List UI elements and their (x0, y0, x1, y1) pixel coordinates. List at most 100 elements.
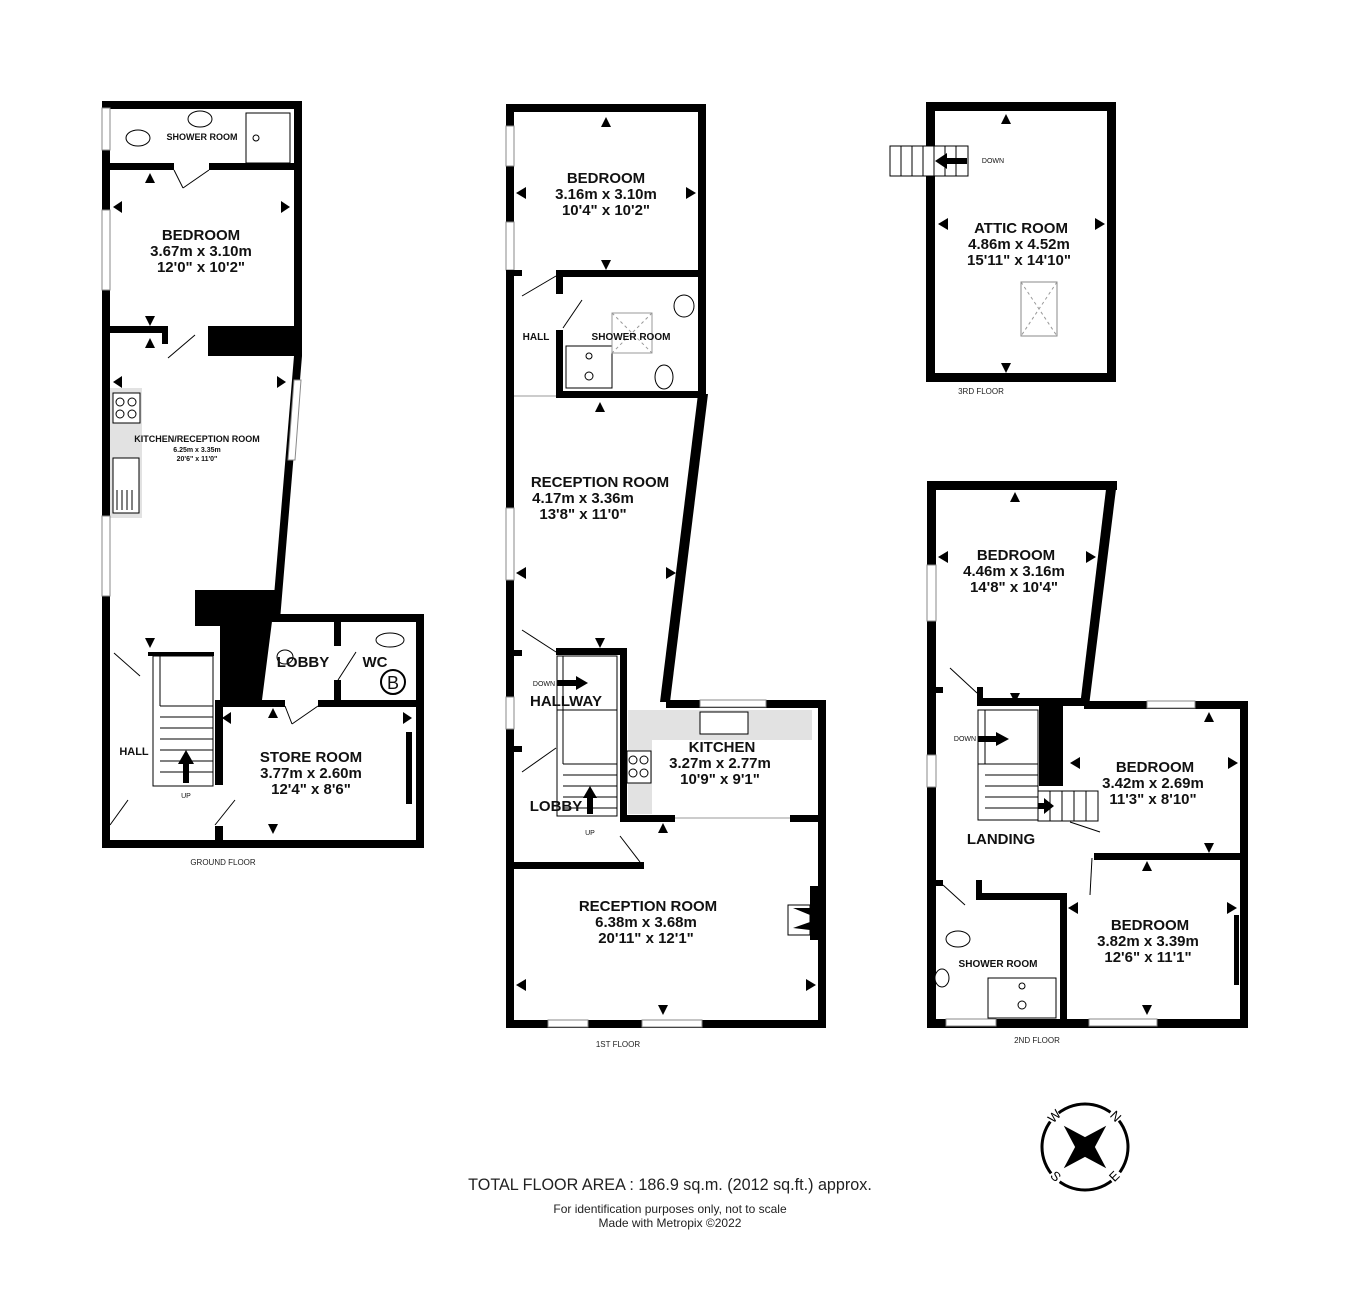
sink-icon (699, 711, 749, 735)
window (1146, 700, 1196, 709)
room-name: WC (363, 654, 388, 671)
wall (102, 101, 302, 109)
basin-icon (187, 110, 213, 128)
wall (977, 698, 1087, 706)
room-name: LANDING (967, 831, 1035, 848)
boiler-icon (380, 669, 406, 695)
room-imperial: 20'6" x 11'0" (177, 456, 218, 463)
wall (977, 687, 983, 701)
wall (1060, 893, 1067, 1023)
wall (102, 840, 424, 848)
room-name: HALL (119, 746, 149, 758)
room-metric: 3.67m x 3.10m (150, 243, 252, 260)
room-name: BEDROOM (1116, 759, 1194, 776)
room-metric: 4.17m x 3.36m (532, 490, 634, 507)
wall (416, 614, 424, 848)
room-metric: 4.86m x 4.52m (968, 236, 1070, 253)
room-name: LOBBY (277, 654, 330, 671)
room-imperial: 20'11" x 12'1" (598, 930, 694, 947)
room-metric: 3.16m x 3.10m (555, 186, 657, 203)
wall (620, 648, 627, 822)
wall (927, 1019, 1248, 1028)
window (505, 221, 515, 271)
hob-icon (112, 392, 141, 424)
wall (620, 815, 675, 822)
wall (556, 270, 563, 294)
chimney-breast (208, 326, 302, 356)
wall (1080, 481, 1117, 706)
wall (660, 394, 708, 702)
credit: Made with Metropix ©2022 (598, 1216, 742, 1230)
room-name: SHOWER ROOM (592, 332, 671, 343)
wall (272, 614, 424, 622)
room-name: RECEPTION ROOM (579, 898, 717, 915)
room-imperial: 12'6" x 11'1" (1104, 949, 1191, 966)
sanitary-fixtures (934, 930, 1057, 1019)
room-metric: 4.46m x 3.16m (963, 563, 1065, 580)
room-name: SHOWER ROOM (959, 959, 1038, 970)
chimney-breast (1039, 706, 1063, 786)
staircase (977, 709, 1099, 822)
room-imperial: 10'9" x 9'1" (680, 771, 760, 788)
wall (102, 326, 168, 333)
wall (926, 102, 1116, 111)
room-name: RECEPTION ROOM (531, 474, 669, 491)
room-imperial: 14'8" x 10'4" (970, 579, 1058, 596)
room-metric: 6.25m x 3.35m (173, 447, 220, 454)
wall (927, 687, 943, 693)
floor-label: 3RD FLOOR (958, 387, 1004, 396)
wall (1240, 701, 1248, 1028)
room-name: HALL (523, 332, 550, 343)
window (547, 1019, 589, 1028)
hob-icon (626, 750, 652, 784)
toilet-icon (375, 632, 405, 648)
skylight-icon (611, 312, 653, 354)
room-imperial: 12'0" x 10'2" (157, 259, 245, 276)
room-imperial: 12'4" x 8'6" (271, 781, 351, 798)
room-name: ATTIC ROOM (974, 220, 1068, 237)
staircase (889, 145, 969, 177)
window (926, 754, 937, 788)
wall (790, 815, 826, 822)
wall (926, 102, 935, 382)
window (641, 1019, 703, 1028)
window (101, 209, 111, 291)
room-metric: 3.77m x 2.60m (260, 765, 362, 782)
chimney-breast (810, 886, 818, 940)
wall (506, 270, 522, 276)
wall (927, 880, 943, 886)
wall (215, 700, 285, 707)
wall (162, 326, 168, 344)
wall (334, 614, 341, 646)
wall (506, 650, 522, 656)
wall (102, 163, 174, 170)
floor-label: GROUND FLOOR (190, 858, 256, 867)
wall (698, 104, 706, 394)
wall (556, 391, 702, 398)
basin-icon (673, 294, 695, 318)
wall (1094, 853, 1248, 860)
wall (1107, 102, 1116, 382)
window (926, 564, 937, 622)
ground-floor: SHOWER ROOM BEDROOM 3.67m x 3.10m 12'0" … (101, 101, 424, 867)
stairs-down-label: DOWN (982, 158, 1004, 165)
window (101, 515, 111, 597)
doors (521, 275, 641, 863)
toilet-icon (125, 129, 151, 147)
wall (209, 163, 302, 170)
wall (506, 862, 644, 869)
toilet-icon (945, 930, 971, 948)
floor-label: 2ND FLOOR (1014, 1036, 1060, 1045)
window (505, 696, 515, 730)
wall (818, 700, 826, 1028)
room-name: BEDROOM (567, 170, 645, 187)
toilet-icon (654, 364, 674, 390)
wall (556, 270, 706, 277)
boiler-symbol: B (387, 673, 399, 693)
room-name: BEDROOM (977, 547, 1055, 564)
staircase (152, 655, 214, 787)
room-name: STORE ROOM (260, 749, 362, 766)
total-floor-area: TOTAL FLOOR AREA : 186.9 sq.m. (2012 sq.… (468, 1175, 872, 1194)
room-name: KITCHEN/RECEPTION ROOM (134, 434, 260, 444)
